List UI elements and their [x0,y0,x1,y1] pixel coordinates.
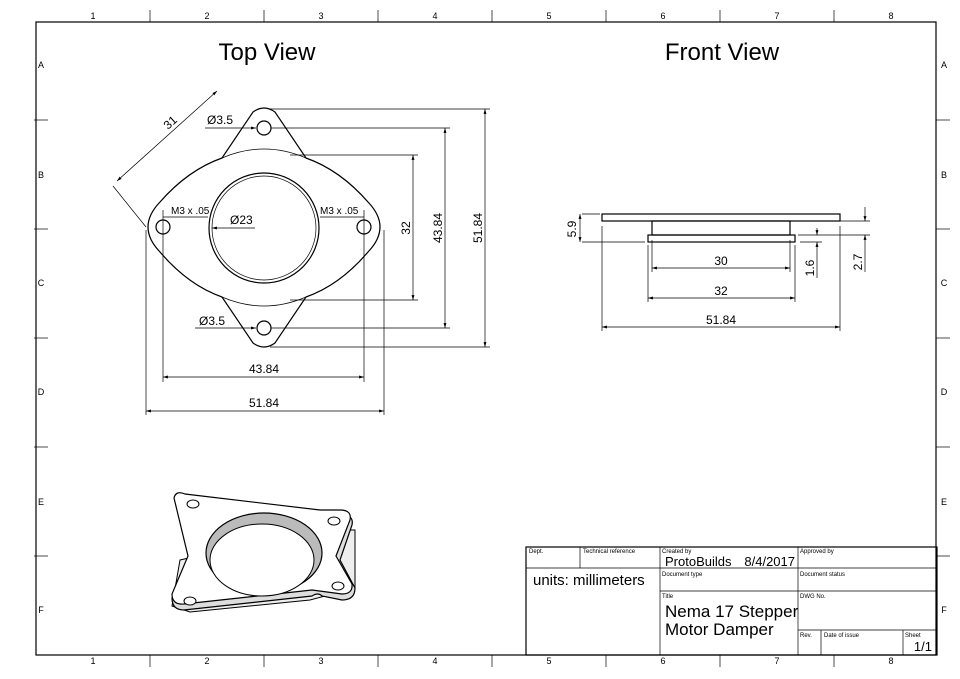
label-grid-rows-2: C [941,278,948,288]
label-grid-rows-3: D [941,387,948,397]
label-title-block-title-label: Title [662,594,674,600]
label-grid-columns-1: 2 [204,11,209,21]
top-view: 31 Ø3.5 Ø3.5 M3 x .05 M3 x .05 Ø23 32 43… [112,90,490,415]
label-title-block-created-label: Created by [662,549,691,555]
column-labels-bottom: 1 2 3 4 5 6 7 8 [90,656,893,666]
dim-thread-right: M3 x .05 [320,206,359,217]
title-block: Dept. Technical reference Created by Pro… [525,546,938,656]
created-by: ProtoBuilds [665,554,732,569]
label-grid-columns-2: 3 [318,11,323,21]
front-view-title: Front View [665,39,780,66]
dim-51-84-front: 51.84 [706,313,736,327]
zone-ticks [34,10,950,667]
label-title-block-techref-label: Technical reference [583,549,636,555]
label-grid-columns-6: 7 [774,11,779,21]
dim-32-front: 32 [714,284,728,298]
dim-43-84-vertical: 43.84 [431,213,445,243]
label-grid-rows-2: C [38,278,45,288]
label-grid-rows-0: A [38,60,44,70]
label-title-block-sheet-label: Sheet [905,633,921,639]
row-labels-right: A B C D E F [941,60,948,615]
drawing-title-line1: Nema 17 Stepper [665,602,799,621]
dim-43-84-horizontal: 43.84 [249,362,279,376]
label-grid-rows-0: A [941,60,947,70]
label-title-block-dept-label: Dept. [529,549,544,555]
created-date: 8/4/2017 [744,554,795,569]
dim-30: 30 [714,254,728,268]
inner-border [35,21,937,656]
label-grid-columns-5: 6 [660,656,665,666]
dim-bore: Ø23 [230,213,253,227]
label-grid-rows-5: F [941,605,947,615]
bore-circle [208,172,320,284]
label-grid-columns-3: 4 [432,11,437,21]
column-labels-top: 1 2 3 4 5 6 7 8 [90,11,893,21]
label-grid-rows-3: D [38,387,45,397]
front-view: 5.9 30 32 1.6 2.7 51.84 [565,207,870,331]
dim-51-84-horizontal: 51.84 [249,396,279,410]
dim-51-84-vertical: 51.84 [471,213,485,243]
label-title-block-docstatus-label: Document status [800,572,845,578]
label-title-block-rev-label: Rev. [800,633,812,639]
label-grid-columns-4: 5 [546,11,551,21]
label-grid-rows-1: B [941,170,947,180]
label-grid-columns-0: 1 [90,11,95,21]
label-grid-rows-5: F [38,605,44,615]
hole-bottom [256,320,272,336]
dim-hole-bottom: Ø3.5 [199,314,225,328]
label-grid-columns-7: 8 [888,656,893,666]
label-title-block-issue-label: Date of issue [824,633,860,639]
units-note: units: millimeters [533,572,645,589]
drawing-title-line2: Motor Damper [665,620,774,639]
label-grid-rows-1: B [38,170,44,180]
label-title-block-approved-label: Approved by [800,549,834,555]
dim-thread-left: M3 x .05 [171,206,210,217]
label-grid-columns-0: 1 [90,656,95,666]
label-grid-columns-3: 4 [432,656,437,666]
label-grid-rows-4: E [941,497,947,507]
label-title-block-dwg-label: DWG No. [800,594,826,600]
damper-outline [147,107,381,348]
label-grid-columns-5: 6 [660,11,665,21]
dim-hole-top: Ø3.5 [207,113,233,127]
dim-1-6: 1.6 [803,259,817,276]
dim-32: 32 [399,221,413,235]
isometric-view [171,492,356,613]
row-labels-left: A B C D E F [38,60,45,615]
label-grid-columns-2: 3 [318,656,323,666]
dim-31: 31 [161,113,181,133]
dim-2-7: 2.7 [851,253,865,270]
label-grid-columns-4: 5 [546,656,551,666]
dim-5-9: 5.9 [565,220,579,237]
sheet-number: 1/1 [914,639,932,654]
label-grid-columns-1: 2 [204,656,209,666]
label-title-block-doctype-label: Document type [662,572,703,578]
hole-top [256,120,272,136]
top-view-title: Top View [219,39,317,66]
label-grid-rows-4: E [38,497,44,507]
label-grid-columns-6: 7 [774,656,779,666]
label-grid-columns-7: 8 [888,11,893,21]
